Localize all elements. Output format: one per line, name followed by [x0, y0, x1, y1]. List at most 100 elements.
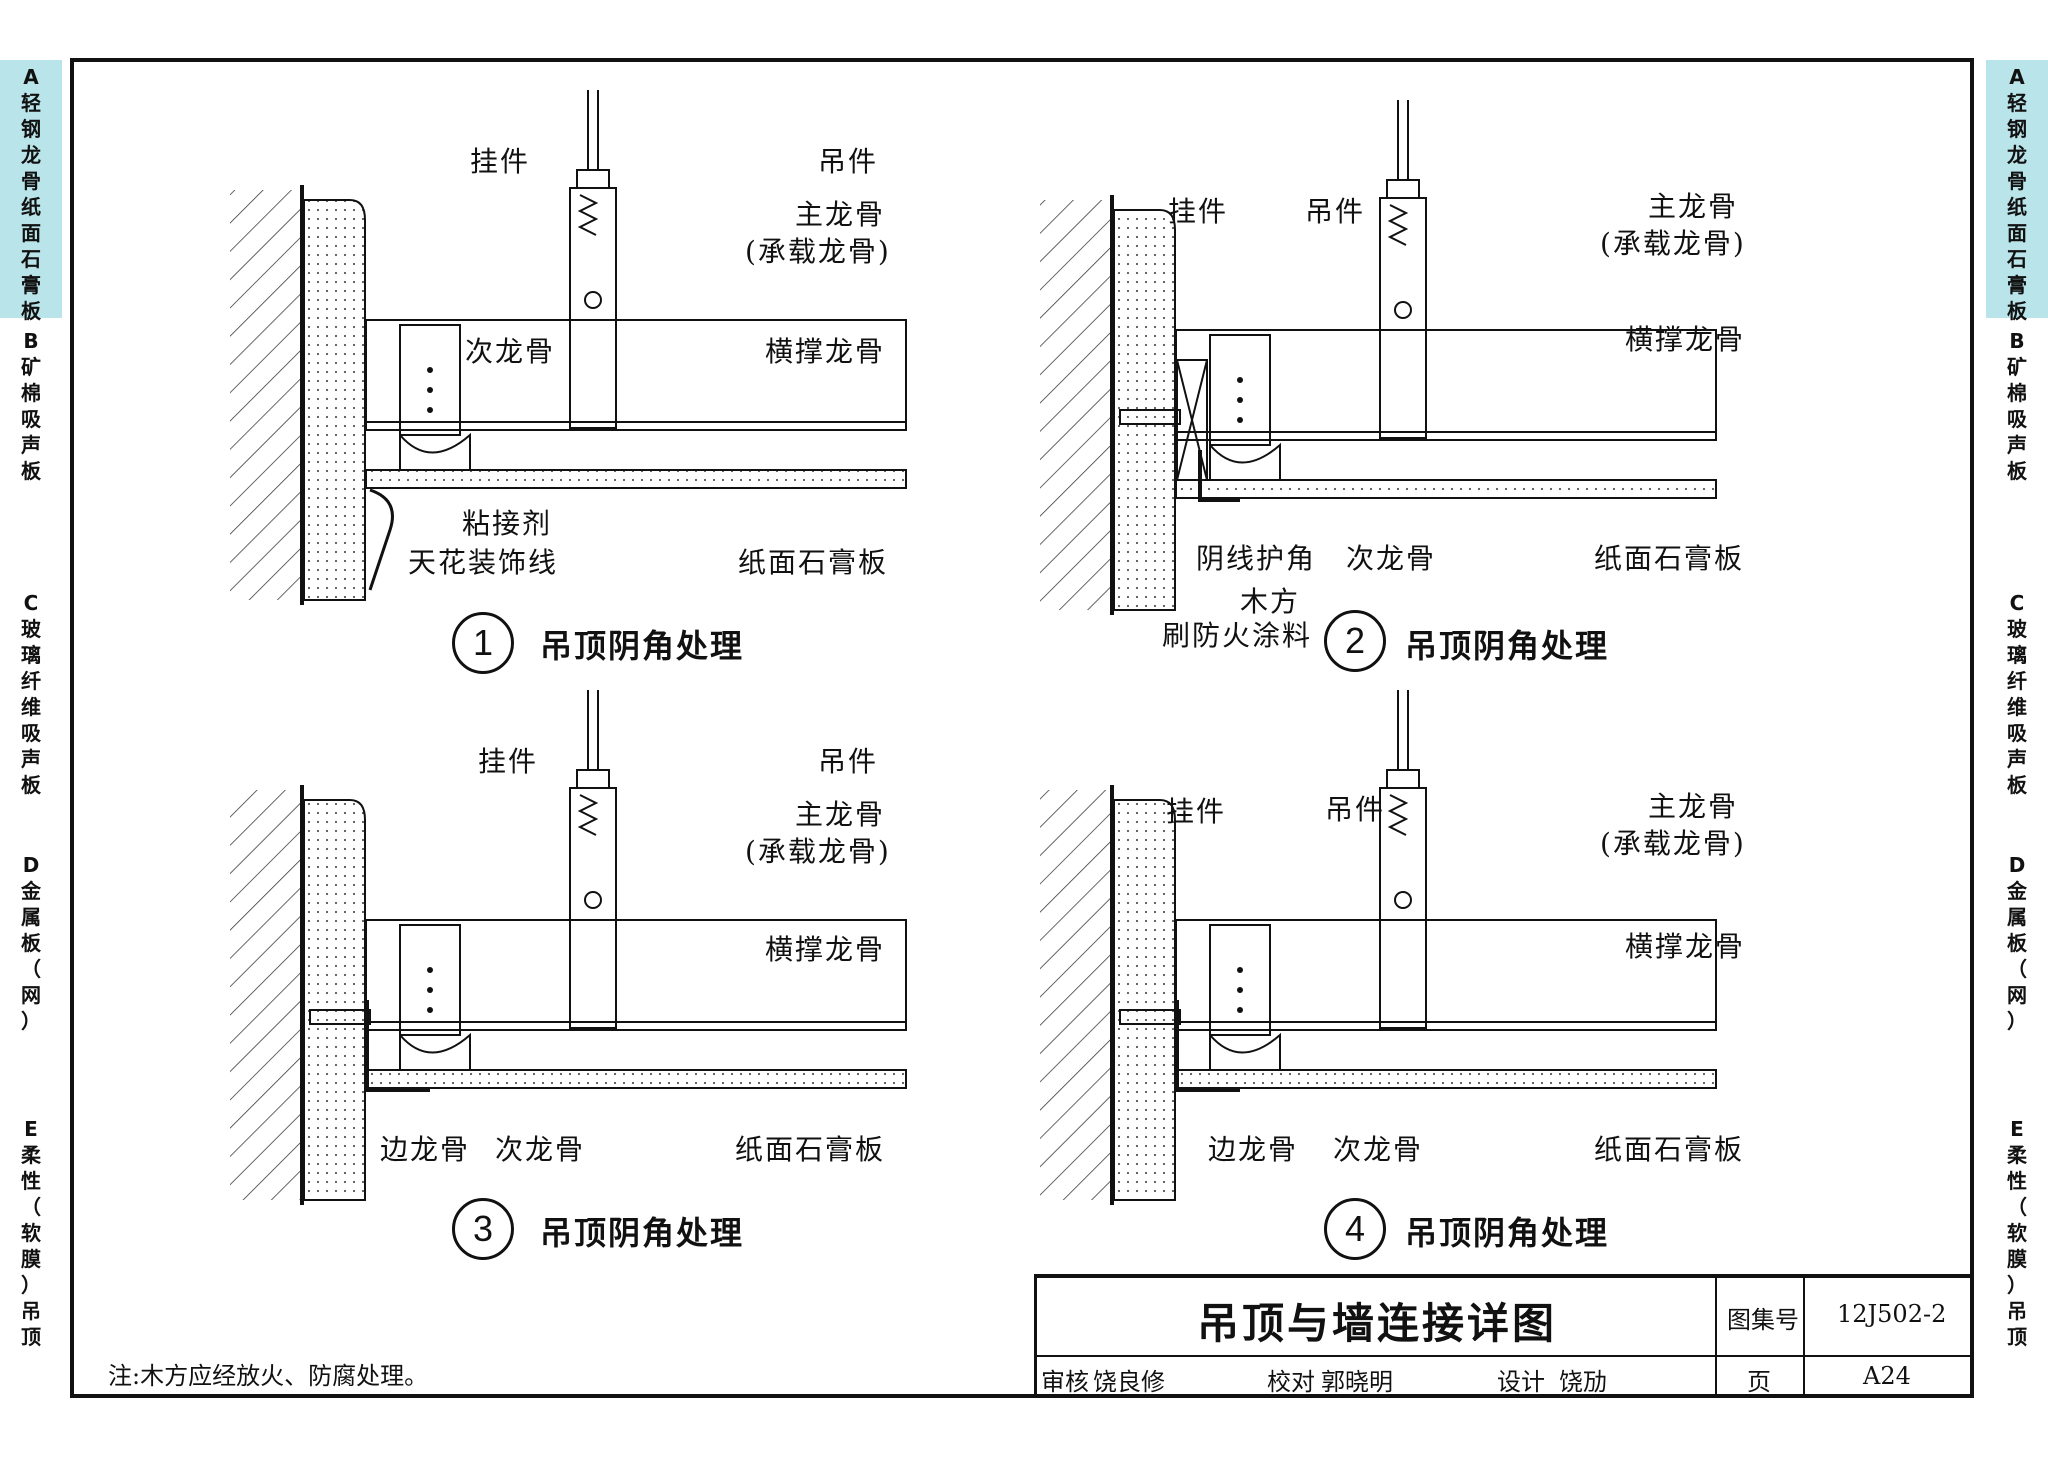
d1-main-keel-sub-label: (承载龙骨) — [745, 235, 891, 268]
d4-caption: 吊顶阴角处理 — [1405, 1214, 1610, 1252]
d4-gypsum-board-label: 纸面石膏板 — [1594, 1133, 1745, 1166]
check-label: 校对 — [1267, 1368, 1315, 1396]
hanger-part — [1209, 924, 1271, 1036]
d1-cornice-label: 天花装饰线 — [408, 546, 559, 579]
hanger-part — [399, 324, 461, 436]
d1-main-keel-label: 主龙骨 — [795, 198, 886, 231]
design-label: 设计 — [1497, 1368, 1545, 1396]
d1-gypsum-board-label: 纸面石膏板 — [738, 546, 889, 579]
wall-hatch — [230, 190, 300, 600]
d1-adhesive-label: 粘接剂 — [462, 507, 553, 540]
d2-corner-guard-label: 阴线护角 — [1196, 542, 1317, 575]
hanger-body — [569, 187, 617, 429]
d3-hanger-label: 吊件 — [818, 745, 879, 778]
d2-wood-label: 木方 — [1240, 585, 1301, 618]
wall-plaster — [303, 199, 366, 601]
cornice-molding — [368, 488, 394, 591]
hanger-body — [569, 787, 617, 1029]
nut — [576, 769, 610, 789]
d3-cross-keel-label: 横撑龙骨 — [765, 933, 886, 966]
main-keel — [365, 919, 907, 1031]
designer-name: 饶劢 — [1559, 1368, 1607, 1396]
rivet — [427, 1007, 433, 1013]
d3-main-keel-label: 主龙骨 — [795, 798, 886, 831]
reviewer-name: 饶良修 — [1093, 1368, 1165, 1396]
wall-hatch — [1040, 200, 1110, 610]
rivet — [427, 967, 433, 973]
d3-secondary-keel-label: 次龙骨 — [495, 1133, 586, 1166]
rivet — [1237, 967, 1243, 973]
d1-caption: 吊顶阴角处理 — [540, 627, 745, 665]
d1-secondary-keel-label: 次龙骨 — [465, 335, 556, 368]
drawing-frame — [70, 58, 1974, 1398]
d3-number-circle: 3 — [452, 1198, 514, 1260]
rivet — [1237, 987, 1243, 993]
review-label: 审核 — [1041, 1368, 1089, 1396]
rivet — [1237, 1007, 1243, 1013]
d1-hanger-part-label: 挂件 — [470, 145, 531, 178]
d2-hanger-part-label: 挂件 — [1168, 195, 1229, 228]
footnote: 注:木方应经放火、防腐处理。 — [108, 1362, 429, 1390]
d2-number-circle: 2 — [1324, 610, 1386, 672]
d3-gypsum-board-label: 纸面石膏板 — [735, 1133, 886, 1166]
edge-keel — [365, 1000, 430, 1092]
hanger-bolt — [584, 891, 602, 909]
wall-hatch — [230, 790, 300, 1200]
d2-gypsum-board-label: 纸面石膏板 — [1594, 542, 1745, 575]
d4-hanger-label: 吊件 — [1325, 793, 1386, 826]
rivet — [427, 387, 433, 393]
edge-keel — [1175, 1000, 1240, 1092]
atlas-number: 12J502-2 — [1837, 1300, 1947, 1328]
anchor-bolt — [1119, 1009, 1181, 1025]
wall-hatch — [1040, 790, 1110, 1200]
d2-caption: 吊顶阴角处理 — [1405, 627, 1610, 665]
main-keel — [1175, 919, 1717, 1031]
secondary-keel — [1209, 442, 1281, 481]
main-keel — [365, 319, 907, 431]
d1-cross-keel-label: 横撑龙骨 — [765, 335, 886, 368]
gypsum-board — [365, 469, 907, 489]
rivet — [427, 987, 433, 993]
hanger-part — [1209, 334, 1271, 446]
d2-main-keel-label: 主龙骨 — [1648, 190, 1739, 223]
d4-number-circle: 4 — [1324, 1198, 1386, 1260]
corner-guard — [1198, 450, 1240, 502]
drawing-title: 吊顶与墙连接详图 — [1197, 1299, 1558, 1348]
hanger-bolt — [1394, 301, 1412, 319]
rivet — [1237, 397, 1243, 403]
anchor-bolt — [1119, 409, 1181, 425]
page-label: 页 — [1747, 1368, 1771, 1396]
nut — [1386, 769, 1420, 789]
d4-main-keel-sub-label: (承载龙骨) — [1600, 827, 1746, 860]
d1-number-circle: 1 — [452, 612, 514, 674]
wall-plaster — [303, 799, 366, 1201]
gypsum-board — [365, 1069, 907, 1089]
secondary-keel — [399, 1032, 471, 1071]
d3-main-keel-sub-label: (承载龙骨) — [745, 835, 891, 868]
d4-main-keel-label: 主龙骨 — [1648, 790, 1739, 823]
d2-fireproof-label: 刷防火涂料 — [1162, 619, 1313, 652]
nut — [1386, 179, 1420, 199]
hanger-spring — [1387, 204, 1409, 246]
hanger-spring — [1387, 794, 1409, 836]
nut — [576, 169, 610, 189]
hanger-bolt — [1394, 891, 1412, 909]
wood-block — [1176, 359, 1208, 481]
secondary-keel — [1209, 1032, 1281, 1071]
hanger-bolt — [584, 291, 602, 309]
atlas-label: 图集号 — [1727, 1306, 1799, 1334]
d2-hanger-label: 吊件 — [1305, 195, 1366, 228]
